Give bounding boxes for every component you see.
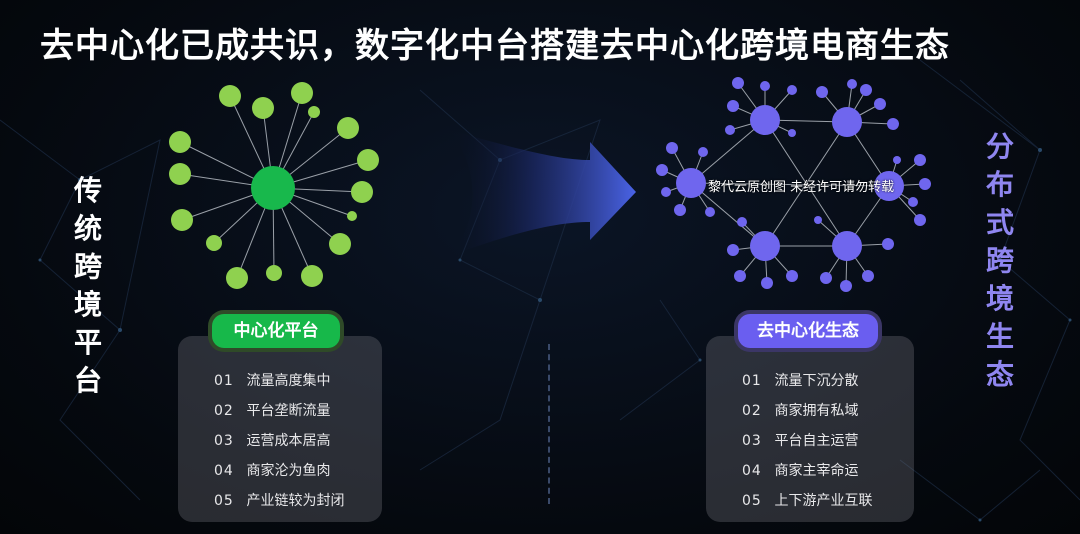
decentralized-features-panel: 01 流量下沉分散 02 商家拥有私域 03 平台自主运营 04 商家主宰命运 …	[706, 336, 914, 522]
list-item: 05 上下游产业互联	[742, 493, 873, 509]
centralized-platform-badge: 中心化平台	[212, 314, 340, 348]
central-hub	[251, 166, 295, 210]
list-item: 01 流量下沉分散	[742, 373, 859, 389]
watermark-text: 黎代云原创图 未经许可请勿转载	[708, 180, 895, 195]
list-item: 01 流量高度集中	[214, 373, 331, 389]
centralized-features-panel: 01 流量高度集中 02 平台垄断流量 03 运营成本居高 04 商家沦为鱼肉 …	[178, 336, 382, 522]
list-item: 02 商家拥有私域	[742, 403, 859, 419]
list-item: 03 平台自主运营	[742, 433, 859, 449]
transition-arrow	[450, 130, 636, 256]
left-vertical-label: 传统跨境平台	[73, 174, 102, 397]
list-item: 05 产业链较为封闭	[214, 493, 345, 509]
dashed-divider	[548, 344, 550, 504]
list-item: 04 商家主宰命运	[742, 463, 859, 479]
list-item: 02 平台垄断流量	[214, 403, 331, 419]
page-title: 去中心化已成共识，数字化中台搭建去中心化跨境电商生态	[40, 26, 950, 66]
right-vertical-label: 分布式跨境生态	[985, 130, 1014, 391]
decentralized-ecosystem-badge: 去中心化生态	[738, 314, 878, 348]
list-item: 04 商家沦为鱼肉	[214, 463, 331, 479]
list-item: 03 运营成本居高	[214, 433, 331, 449]
